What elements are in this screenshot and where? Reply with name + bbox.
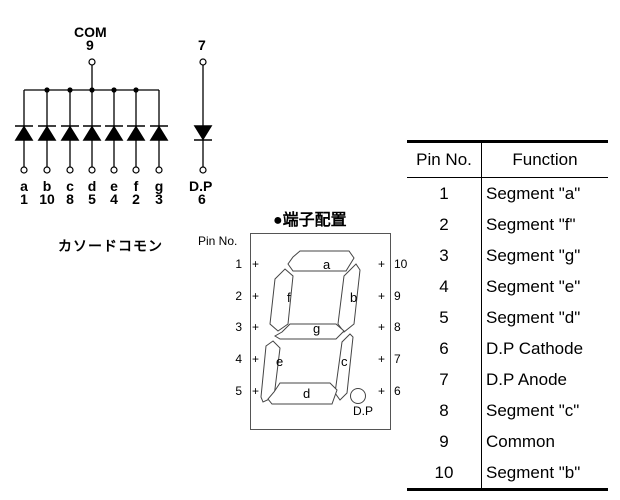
right-plus-sign: + <box>378 257 386 271</box>
segment-letter-g: g <box>154 178 164 194</box>
seg-label-f: f <box>287 290 291 305</box>
segment-letter-c: c <box>66 178 74 194</box>
seven-segment-display <box>260 250 366 405</box>
display-package <box>250 233 391 430</box>
seg-label-g: g <box>313 321 321 336</box>
pin-number-cell: 5 <box>407 302 482 333</box>
segment-a <box>287 250 355 272</box>
right-plus-sign: + <box>378 384 386 398</box>
left-plus-sign: + <box>252 320 260 334</box>
cathode-common-label: カソードコモン <box>58 238 163 254</box>
right-pin-number: 9 <box>394 289 401 303</box>
right-pin-number: 8 <box>394 320 401 334</box>
right-pin-number: 7 <box>394 352 401 366</box>
segment-pin-g: 3 <box>155 191 163 207</box>
segment-letter-e: e <box>110 178 118 194</box>
seg-label-e: e <box>276 354 284 369</box>
pin-number-cell: 8 <box>407 395 482 426</box>
pin-number-cell: 7 <box>407 364 482 395</box>
function-cell: Segment "a" <box>486 184 581 203</box>
decimal-point <box>350 388 366 404</box>
left-plus-sign: + <box>252 352 260 366</box>
function-cell: D.P Cathode <box>486 339 584 358</box>
seg-label-c: c <box>341 354 348 369</box>
pin-number-cell: 2 <box>407 209 482 240</box>
pin-number-cell: 10 <box>407 457 482 491</box>
function-cell: Segment "d" <box>486 308 581 327</box>
dp-anode-pin-number: 7 <box>198 37 206 53</box>
segment-pin-c: 8 <box>66 191 74 207</box>
segment-pin-d: 5 <box>88 191 96 207</box>
function-cell: Segment "b" <box>481 457 608 491</box>
com-pin-number: 9 <box>86 37 94 53</box>
segment-pin-b: 10 <box>39 191 55 207</box>
dp-label: D.P <box>189 178 213 194</box>
segment-f <box>269 268 294 332</box>
right-plus-sign: + <box>378 289 386 303</box>
segment-letter-d: d <box>87 178 97 194</box>
function-cell: Segment "c" <box>486 401 580 420</box>
pin-number-cell: 9 <box>407 426 482 457</box>
segment-e <box>260 340 281 403</box>
seg-label-b: b <box>350 290 358 305</box>
pin-number-cell: 6 <box>407 333 482 364</box>
segment-g <box>274 323 345 340</box>
header-pin-no: Pin No. <box>407 140 482 178</box>
com-label: COM <box>74 24 107 40</box>
header-function: Function <box>481 140 608 178</box>
function-cell: Segment "f" <box>486 215 576 234</box>
left-pin-number: 4 <box>235 352 242 366</box>
schematic-diagram <box>14 58 213 174</box>
left-plus-sign: + <box>252 289 260 303</box>
dp-pin-number: 6 <box>198 191 206 207</box>
right-plus-sign: + <box>378 352 386 366</box>
segment-pin-a: 1 <box>20 191 28 207</box>
pin-no-label: Pin No. <box>198 234 238 248</box>
seg-label-a: a <box>323 257 331 272</box>
segment-letter-f: f <box>133 178 139 194</box>
segment-pin-f: 2 <box>132 191 140 207</box>
pin-number-cell: 4 <box>407 271 482 302</box>
segment-b <box>337 263 361 333</box>
left-pin-number: 1 <box>235 257 242 271</box>
seg-label-d: d <box>303 386 311 401</box>
segment-d <box>267 382 338 405</box>
left-pin-number: 3 <box>235 320 242 334</box>
pin-number-cell: 1 <box>407 177 482 209</box>
left-pin-number: 5 <box>235 384 242 398</box>
pinout-title: ●端子配置 <box>273 212 347 229</box>
right-plus-sign: + <box>378 320 386 334</box>
function-cell: Common <box>486 432 555 451</box>
right-pin-number: 10 <box>394 257 408 271</box>
pin-number-cell: 3 <box>407 240 482 271</box>
function-cell: Segment "g" <box>486 246 581 265</box>
left-plus-sign: + <box>252 257 260 271</box>
left-plus-sign: + <box>252 384 260 398</box>
table-header-row: Pin No. Function <box>407 140 608 178</box>
pinout-dp-label: D.P <box>353 404 374 418</box>
segment-letter-a: a <box>20 178 28 194</box>
right-pin-number: 6 <box>394 384 401 398</box>
function-cell: Segment "e" <box>486 277 581 296</box>
segment-letter-b: b <box>42 178 52 194</box>
segment-pin-e: 4 <box>110 191 118 207</box>
left-pin-number: 2 <box>235 289 242 303</box>
function-cell: D.P Anode <box>486 370 567 389</box>
